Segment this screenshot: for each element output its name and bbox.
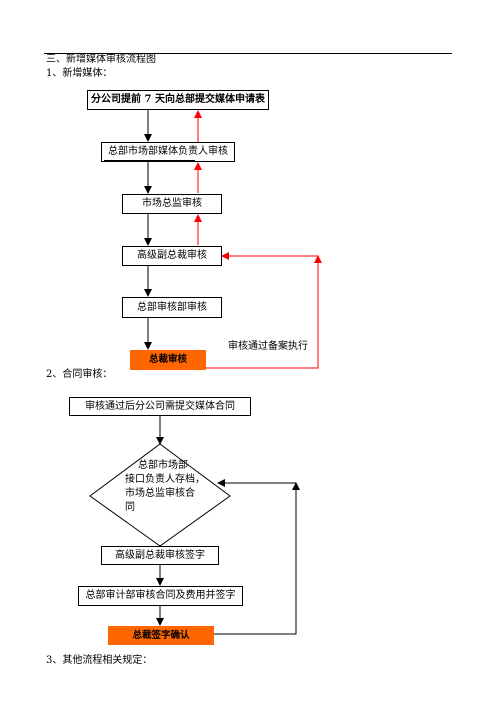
top-rule (44, 53, 452, 54)
media-step-2-underline (104, 160, 195, 161)
media-step-6-box: 总裁审核 (130, 350, 206, 370)
section-other-title: 3、其他流程相关规定： (46, 655, 153, 666)
media-step-5-box: 总部审核部审核 (122, 297, 222, 318)
section-contract-title: 2、合同审核： (46, 369, 113, 380)
contract-step-4-label: 总裁签字确认 (132, 629, 190, 641)
diamond-line-2: 接口负责人存档， (125, 474, 205, 485)
red-loop-return (206, 255, 322, 369)
media-step-6-label: 总裁审核 (148, 354, 187, 365)
media-step-1-box: 分公司提前 7 天向总部提交媒体申请表 (87, 90, 269, 110)
diamond-line-4: 同 (125, 502, 135, 513)
media-step-5-label: 总部审核部审核 (137, 301, 207, 313)
contract-step-2-box: 高级副总裁审核签字 (101, 546, 219, 565)
contract-step-1-label: 审核通过后分公司需提交媒体合同 (85, 400, 235, 412)
contract-step-1-box: 审核通过后分公司需提交媒体合同 (69, 397, 251, 416)
media-step-1-label: 分公司提前 7 天向总部提交媒体申请表 (91, 94, 265, 105)
contract-diamond-text: 总部市场部 接口负责人存档， 市场总监审核合 同 (125, 459, 205, 515)
diamond-line-3: 市场总监审核合 (125, 488, 195, 499)
media-step-2-box: 总部市场部媒体负责人审核 (101, 142, 235, 162)
media-step-3-label: 市场总监审核 (142, 198, 202, 209)
media-step-2-label: 总部市场部媒体负责人审核 (108, 146, 228, 157)
contract-step-2-label: 高级副总裁审核签字 (115, 549, 205, 561)
diamond-line-1: 总部市场部 (138, 460, 188, 471)
contract-step-4-box: 总裁签字确认 (108, 626, 214, 645)
contract-loop-return (214, 482, 300, 635)
contract-step-3-label: 总部审计部审核合同及费用并签字 (85, 590, 236, 601)
section-media-title: 1、新增媒体： (46, 68, 113, 79)
section-three-title: 三、新增媒体审核流程图 (46, 54, 156, 65)
media-side-note: 审核通过备案执行 (228, 341, 308, 352)
media-step-3-box: 市场总监审核 (122, 194, 222, 214)
media-step-4-box: 高级副总裁审核 (122, 246, 222, 266)
media-step-4-label: 高级副总裁审核 (137, 250, 207, 261)
contract-step-3-box: 总部审计部审核合同及费用并签字 (78, 586, 243, 606)
